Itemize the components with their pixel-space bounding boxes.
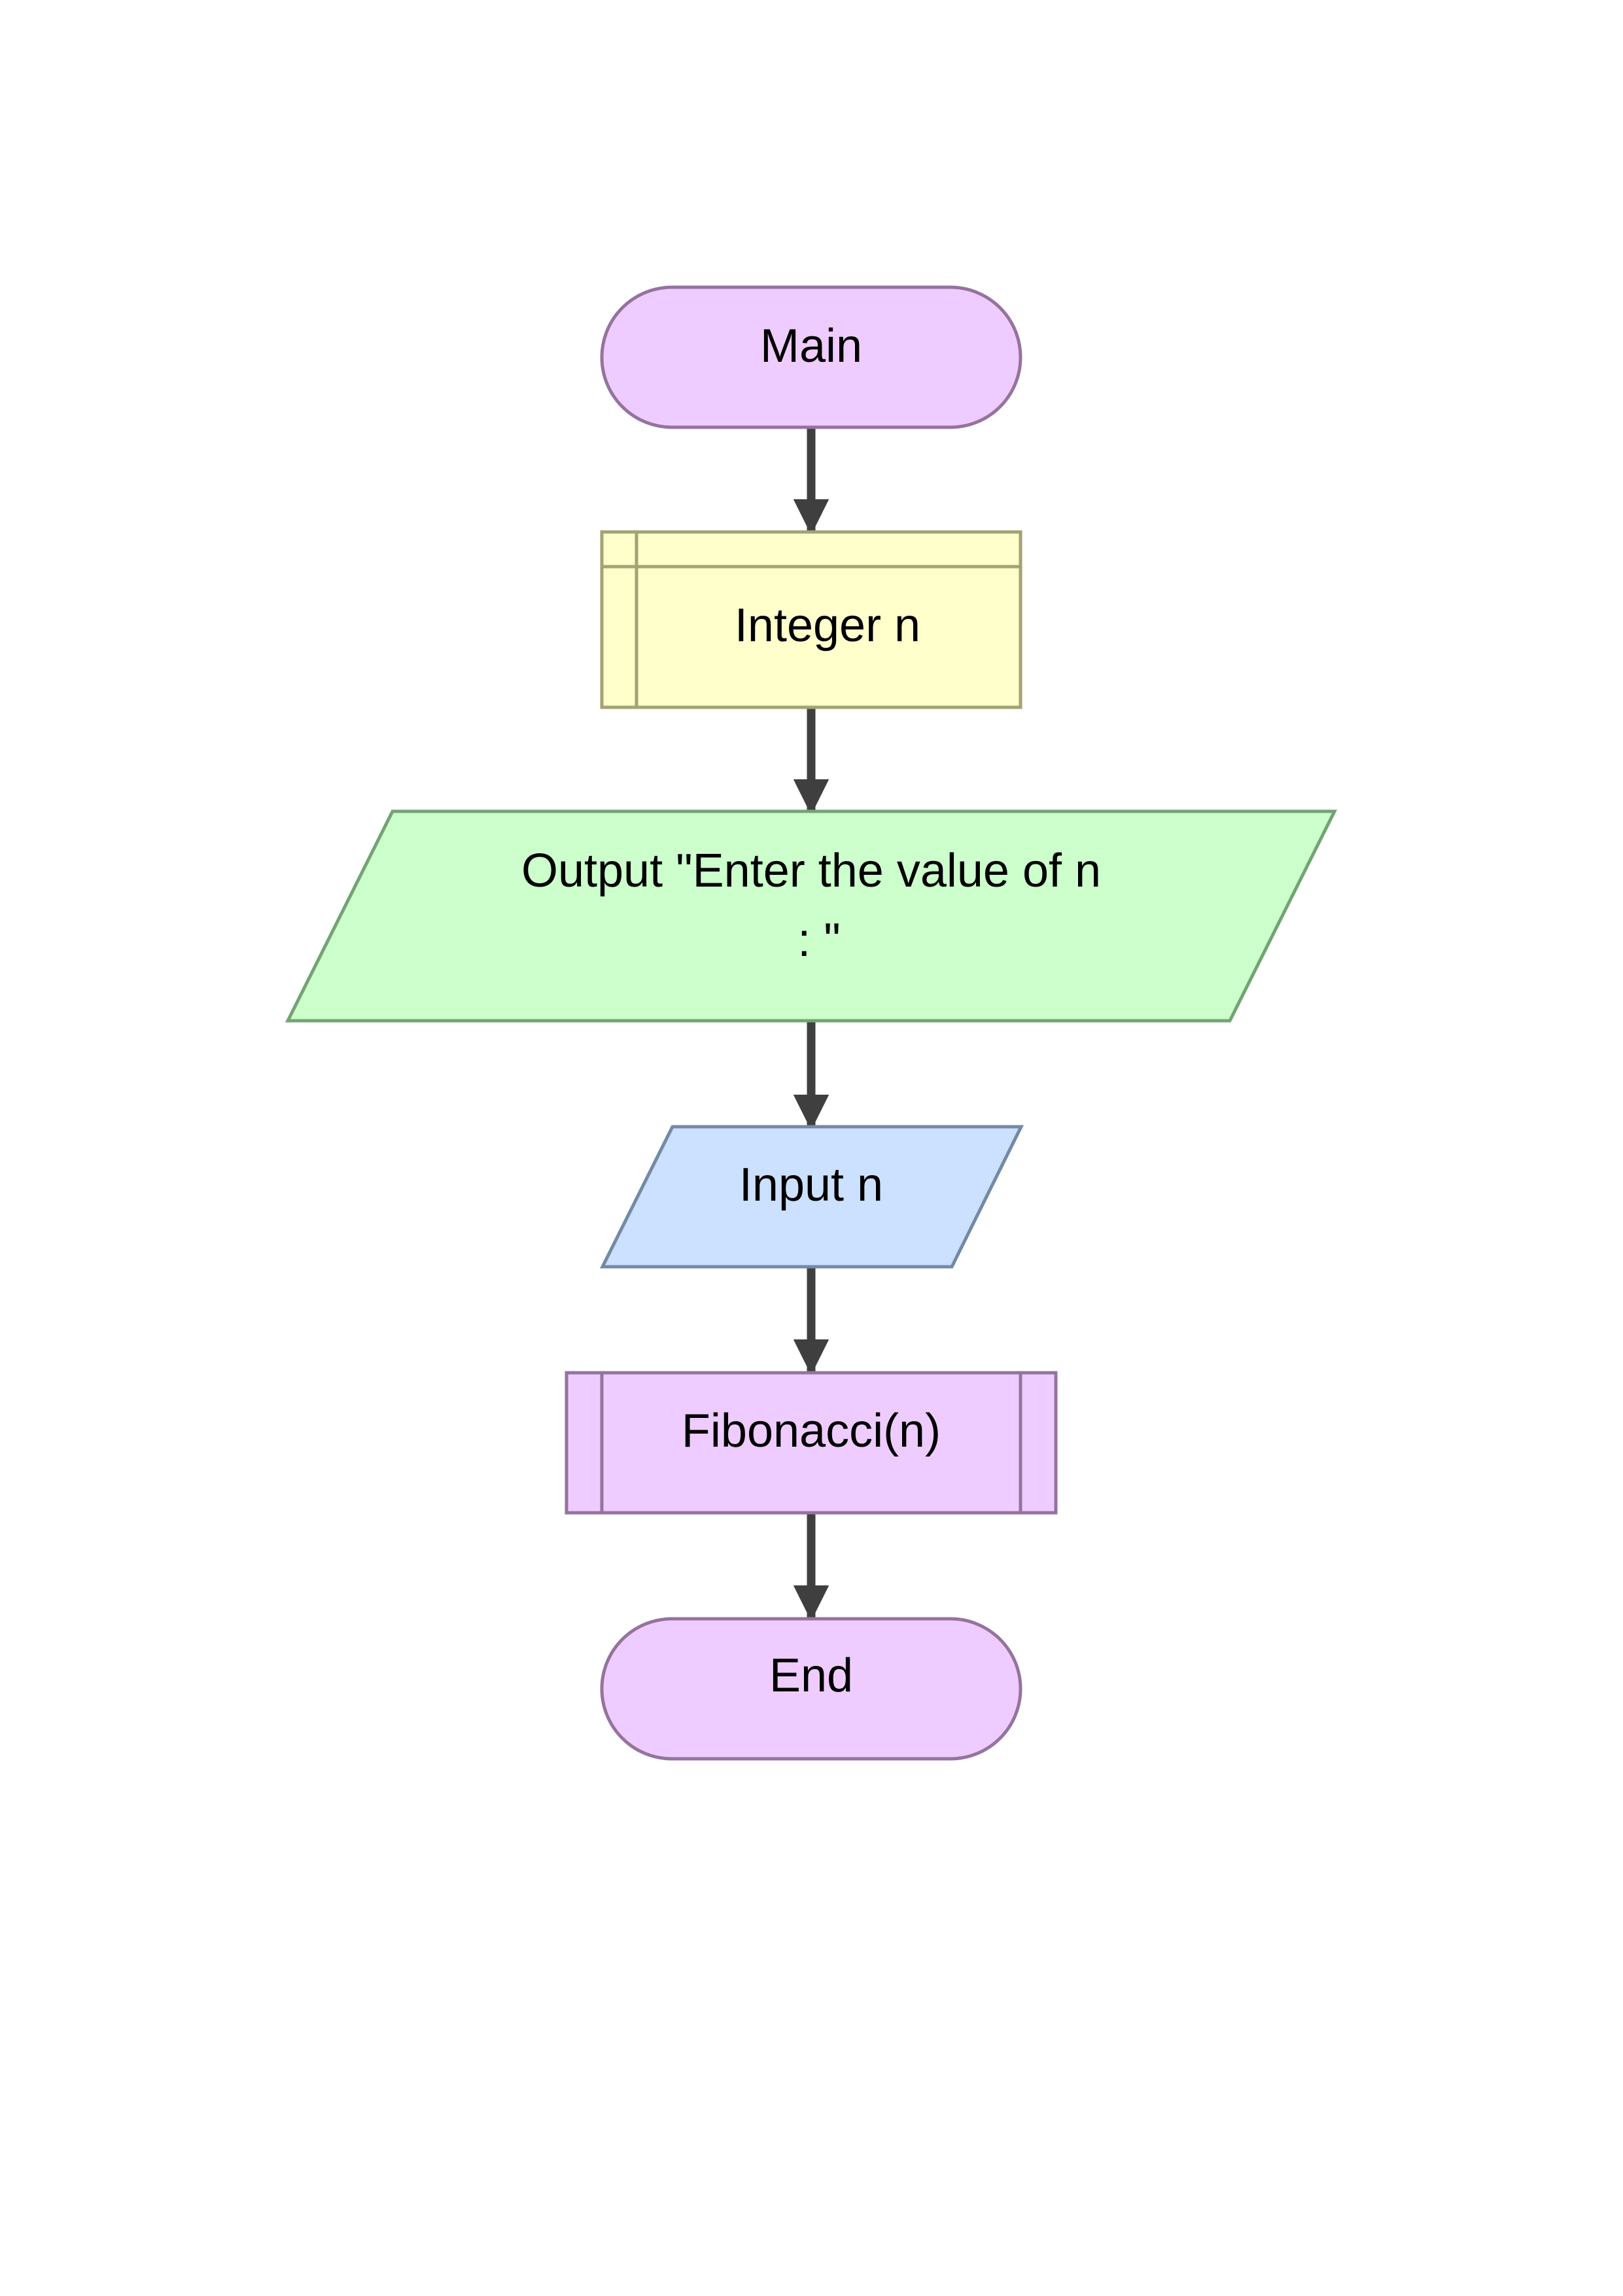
input-node: Input n — [599, 1125, 1024, 1269]
end-node: End — [600, 1617, 1022, 1761]
output-label-line2: : " — [797, 914, 841, 966]
end-label: End — [769, 1650, 853, 1702]
declare-node: Integer n — [600, 530, 1022, 709]
start-terminal-shape — [602, 287, 1021, 427]
call-label: Fibonacci(n) — [682, 1405, 941, 1457]
call-shape — [567, 1373, 1056, 1513]
input-shape — [602, 1127, 1021, 1267]
declare-shape — [602, 532, 1021, 707]
input-label: Input n — [739, 1159, 883, 1211]
declare-label: Integer n — [735, 599, 920, 652]
output-node: Output "Enter the value of n : " — [285, 809, 1338, 1023]
start-label: Main — [760, 320, 862, 372]
output-label-line1: Output "Enter the value of n — [521, 845, 1101, 897]
call-node: Fibonacci(n) — [565, 1371, 1058, 1515]
start-node: Main — [600, 285, 1022, 429]
output-shape — [288, 811, 1335, 1021]
end-terminal-shape — [602, 1619, 1021, 1759]
